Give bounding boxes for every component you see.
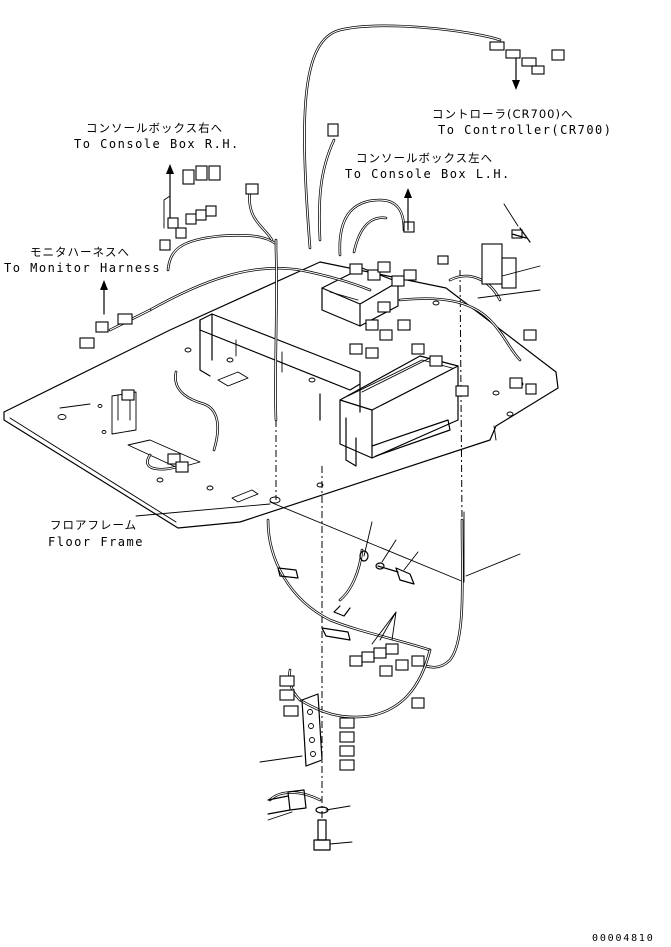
hardware <box>267 227 531 851</box>
wire-harness <box>108 24 522 802</box>
monitor-label-en: To Monitor Harness <box>4 261 162 275</box>
controller-box <box>339 355 459 467</box>
floor-frame-label-en: Floor Frame <box>48 535 144 549</box>
floor-frame-plate <box>3 261 559 529</box>
leader-lines <box>135 195 541 845</box>
center-bracket <box>199 313 361 421</box>
console-rh-label-en: To Console Box R.H. <box>74 137 240 151</box>
console-lh-label-jp: コンソールボックス左へ <box>356 151 494 165</box>
connectors <box>79 41 565 771</box>
console-lh-label-en: To Console Box L.H. <box>345 167 511 181</box>
drawing-number: 00004810 <box>592 933 655 944</box>
monitor-label-jp: モニタハーネスへ <box>30 245 130 259</box>
controller-label-en: To Controller(CR700) <box>438 123 613 137</box>
console-rh-label-jp: コンソールボックス右へ <box>86 121 224 135</box>
floor-frame-label-jp: フロアフレーム <box>50 518 138 532</box>
controller-label-jp: コントローラ(CR700)へ <box>432 107 574 121</box>
arrows <box>100 57 520 315</box>
